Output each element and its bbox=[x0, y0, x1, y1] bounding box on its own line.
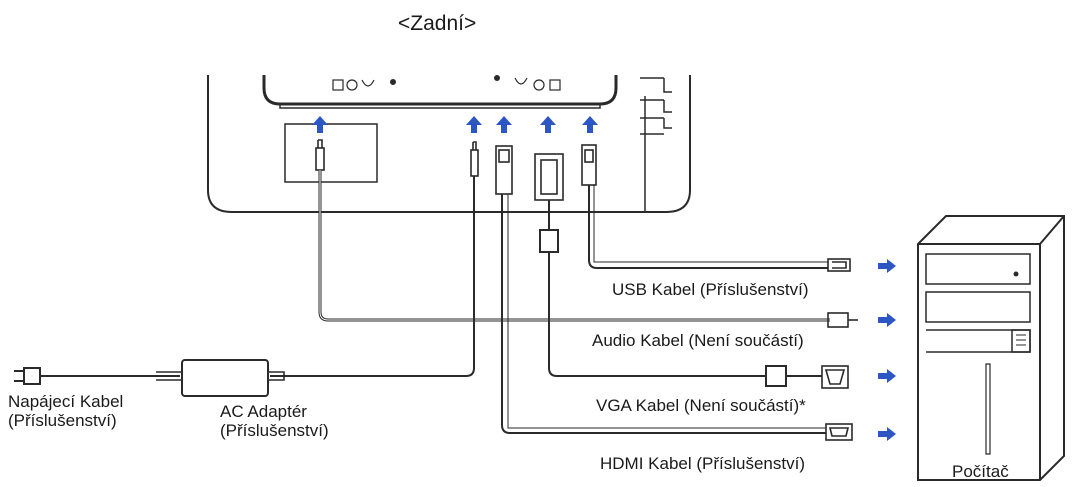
vga-cable-label: VGA Kabel (Není součástí)* bbox=[596, 396, 806, 415]
power-cable-label: Napájecí Kabel (Příslušenství) bbox=[8, 392, 123, 430]
ac-adapter-label-line2: (Příslušenství) bbox=[220, 421, 329, 440]
ac-adapter-label: AC Adaptér (Příslušenství) bbox=[220, 402, 329, 440]
audio-cable-label: Audio Kabel (Není součástí) bbox=[592, 331, 804, 350]
computer-tower bbox=[917, 215, 1065, 481]
hdmi-cable-label: HDMI Kabel (Příslušenství) bbox=[600, 454, 805, 473]
cable-end-connectors bbox=[14, 258, 858, 441]
diagram-title: <Zadní> bbox=[398, 12, 477, 35]
computer-label: Počítač bbox=[952, 462, 1009, 481]
usb-cable-label: USB Kabel (Příslušenství) bbox=[612, 280, 809, 299]
computer-arrows bbox=[878, 259, 896, 441]
ac-adapter-label-line1: AC Adaptér bbox=[220, 402, 307, 421]
power-cable-label-line1: Napájecí Kabel bbox=[8, 392, 124, 411]
power-cable-label-line2: (Příslušenství) bbox=[8, 411, 117, 430]
connectors bbox=[315, 139, 597, 201]
cables bbox=[40, 170, 830, 434]
monitor-back bbox=[207, 75, 691, 213]
